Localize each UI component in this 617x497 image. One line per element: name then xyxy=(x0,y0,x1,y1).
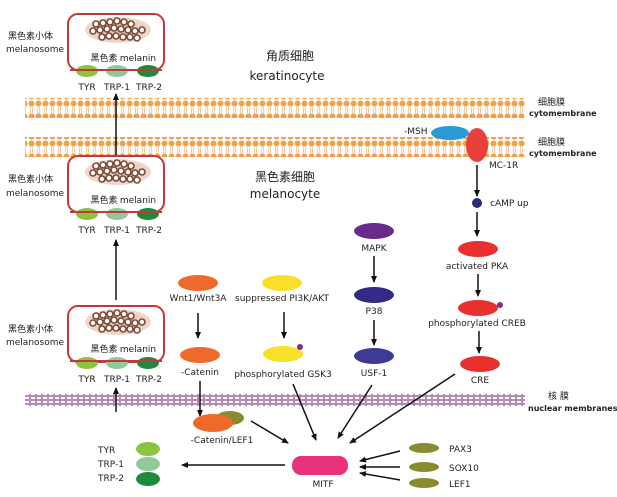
creb-label: phosphorylated CREB xyxy=(428,319,526,329)
keratinocyte-title-zh: 角质细胞 xyxy=(266,49,314,63)
arrow-gsk3-to-mitf xyxy=(292,383,317,441)
melanin-label-zh: 黑色素 xyxy=(90,194,117,206)
arrow-pax3-to-mitf xyxy=(359,450,401,463)
sox10-icon xyxy=(409,462,439,472)
usf1-label: USF-1 xyxy=(361,369,387,379)
melanosome-3-label-en: melanosome xyxy=(6,338,64,348)
melanosome-1-label-zh: 黑色素小体 xyxy=(8,30,53,42)
mapk-icon xyxy=(354,223,394,239)
pi3k-label: suppressed PI3K/AKT xyxy=(235,294,329,304)
lef1-icon xyxy=(409,478,439,488)
melanocyte-title-en: melanocyte xyxy=(250,187,321,201)
melanocyte-title-zh: 黑色素细胞 xyxy=(255,170,315,184)
creb-icon xyxy=(458,300,498,316)
nuclear-membrane xyxy=(25,394,525,406)
catenin-complex-icon xyxy=(193,414,233,432)
phosphate-icon xyxy=(497,302,503,308)
melanin-granules-icon xyxy=(84,308,152,336)
melanin-label-en: melanin xyxy=(120,196,156,206)
nuclear-membrane-label-zh: 核 膜 xyxy=(548,390,569,402)
trp2-label: TRP-2 xyxy=(135,83,162,93)
melanin-label-zh: 黑色素 xyxy=(90,343,117,355)
tyr-label: TYR xyxy=(77,83,95,93)
gsk3-icon xyxy=(263,346,303,362)
cytomembrane-mid-label-zh: 细胞膜 xyxy=(538,136,565,148)
cytomembrane-mid xyxy=(25,137,525,157)
target-trp1-icon xyxy=(136,457,160,471)
melanosome-2-label-en: melanosome xyxy=(6,189,64,199)
msh-label: -MSH xyxy=(404,127,428,137)
trp1-label: TRP-1 xyxy=(103,83,130,93)
usf1-icon xyxy=(354,348,394,364)
wnt-label: Wnt1/Wnt3A xyxy=(170,294,228,304)
target-tyr-label: TYR xyxy=(97,446,115,456)
mitf-label: MITF xyxy=(312,480,333,490)
mc1r-label: MC-1R xyxy=(489,161,518,171)
melanin-granules-icon xyxy=(84,158,152,186)
trp1-label: TRP-1 xyxy=(103,375,130,385)
pka-label: activated PKA xyxy=(446,262,509,272)
cytomembrane-top-label-en: cytomembrane xyxy=(529,109,597,118)
cytomembrane-top-label-zh: 细胞膜 xyxy=(538,96,565,108)
melanosome-2: 黑色素 melanin TYR TRP-1 TRP-2 xyxy=(67,155,165,236)
arrow-cre-to-mitf xyxy=(349,373,456,444)
tyr-label: TYR xyxy=(77,226,95,236)
melanosome-3-label-zh: 黑色素小体 xyxy=(8,323,53,335)
melanosome-1-label-en: melanosome xyxy=(6,45,64,55)
catenin-icon xyxy=(180,347,220,363)
wnt-icon xyxy=(178,275,218,291)
camp-icon xyxy=(472,198,482,208)
target-trp2-icon xyxy=(136,472,160,486)
nuclear-membrane-label-en: nuclear membranes xyxy=(528,404,617,413)
p38-label: P38 xyxy=(366,307,383,317)
target-trp1-label: TRP-1 xyxy=(97,460,124,470)
pi3k-icon xyxy=(262,275,302,291)
sox10-label: SOX10 xyxy=(449,464,479,474)
p38-icon xyxy=(354,287,394,303)
tyr-enzyme-icon xyxy=(76,208,98,220)
pax3-label: PAX3 xyxy=(449,445,472,455)
trp1-enzyme-icon xyxy=(106,357,128,369)
cytomembrane-top xyxy=(25,98,525,118)
pax3-icon xyxy=(409,443,439,453)
melanosome-2-label-zh: 黑色素小体 xyxy=(8,173,53,185)
trp2-enzyme-icon xyxy=(137,208,159,220)
arrow-lef1-to-mitf xyxy=(359,471,401,481)
cytomembrane-mid-label-en: cytomembrane xyxy=(529,149,597,158)
tyr-label: TYR xyxy=(77,375,95,385)
melanin-label-en: melanin xyxy=(120,54,156,64)
trp2-label: TRP-2 xyxy=(135,375,162,385)
cre-icon xyxy=(460,356,500,372)
mc1r-receptor-icon xyxy=(466,128,488,162)
trp1-enzyme-icon xyxy=(106,208,128,220)
arrow-usf1-to-mitf xyxy=(337,384,373,439)
phosphate-icon xyxy=(297,344,303,350)
msh-ligand-icon xyxy=(431,126,469,140)
catenin-lef1-label: -Catenin/LEF1 xyxy=(191,436,254,446)
mapk-label: MAPK xyxy=(361,244,387,254)
lef1-label: LEF1 xyxy=(449,480,471,490)
keratinocyte-title-en: keratinocyte xyxy=(250,69,325,83)
catenin-label: -Catenin xyxy=(181,368,219,378)
cre-label: CRE xyxy=(471,376,490,386)
melanosome-3: 黑色素 melanin TYR TRP-1 TRP-2 xyxy=(67,305,165,385)
tyr-enzyme-icon xyxy=(76,357,98,369)
melanosome-1: 黑色素 melanin TYR TRP-1 TRP-2 xyxy=(67,13,165,93)
trp2-label: TRP-2 xyxy=(135,226,162,236)
trp1-label: TRP-1 xyxy=(103,226,130,236)
gsk3-label: phosphorylated GSK3 xyxy=(234,370,332,380)
arrow-complex-to-mitf xyxy=(250,420,289,444)
melanin-label-zh: 黑色素 xyxy=(90,52,117,64)
mitf-icon xyxy=(292,456,348,475)
melanin-label-en: melanin xyxy=(120,345,156,355)
pka-icon xyxy=(458,241,498,257)
melanin-granules-icon xyxy=(84,16,152,44)
trp2-enzyme-icon xyxy=(137,357,159,369)
camp-label: cAMP up xyxy=(490,199,529,209)
target-tyr-icon xyxy=(136,442,160,456)
target-trp2-label: TRP-2 xyxy=(97,474,124,484)
